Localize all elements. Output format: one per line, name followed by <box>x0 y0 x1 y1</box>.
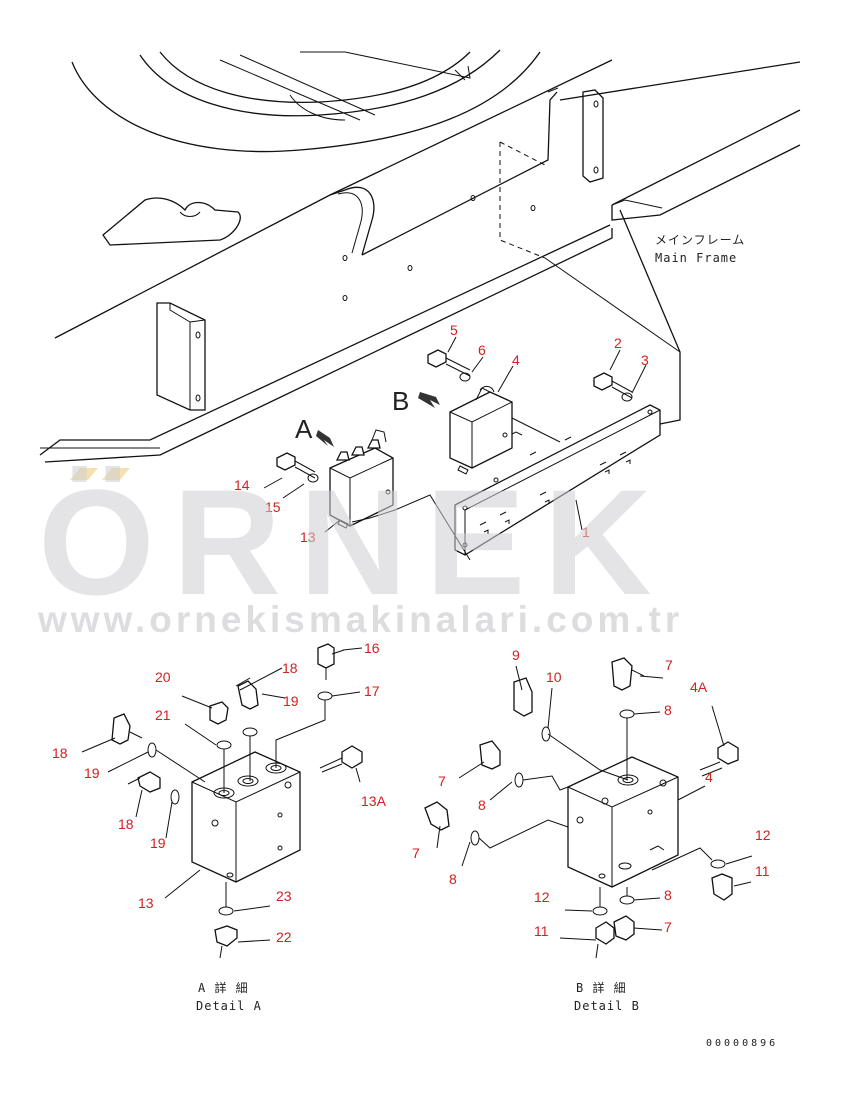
callout-a-13a: 13A <box>361 793 387 809</box>
callout-a-19-left: 19 <box>84 765 100 781</box>
callout-a-22: 22 <box>276 929 292 945</box>
callout-b-11-left: 11 <box>534 923 549 939</box>
callout-b-7-bottom: 7 <box>664 919 672 935</box>
detail-a-drawing <box>81 643 363 959</box>
callout-b-8-low: 8 <box>449 871 457 887</box>
callout-b-7-top: 7 <box>665 657 673 673</box>
watermark: ÖRNEK www.ornekismakinalari.com.tr <box>37 458 683 640</box>
valve-block-a <box>329 429 471 561</box>
callout-b-10: 10 <box>546 669 562 685</box>
callout-14: 14 <box>234 477 250 493</box>
callout-a-18-top: 18 <box>282 660 298 676</box>
callout-b-8-mid: 8 <box>478 797 486 813</box>
callout-2: 2 <box>614 335 622 351</box>
bolts-upper <box>276 349 633 483</box>
callout-b-4: 4 <box>705 769 713 785</box>
view-arrows: A B <box>295 386 440 447</box>
main-frame-label-en: Main Frame <box>655 251 737 265</box>
callout-a-21: 21 <box>155 707 171 723</box>
watermark-umlaut-icon <box>70 468 130 480</box>
callout-3: 3 <box>641 352 649 368</box>
callout-b-12-left: 12 <box>534 889 550 905</box>
drawing-number: 00000896 <box>706 1038 778 1049</box>
callout-15: 15 <box>265 499 281 515</box>
callout-a-19-top: 19 <box>283 693 299 709</box>
callout-4: 4 <box>512 352 520 368</box>
detail-a-label-jp: A 詳 細 <box>198 980 249 995</box>
detail-b-label-en: Detail B <box>574 999 640 1013</box>
callout-a-13: 13 <box>138 895 154 911</box>
callout-b-7-mid: 7 <box>438 773 446 789</box>
callout-a-16: 16 <box>364 640 380 656</box>
mounting-plate <box>454 404 661 556</box>
detail-b-drawing <box>424 657 753 959</box>
callout-5: 5 <box>450 322 458 338</box>
valve-block-b <box>449 385 561 475</box>
watermark-url: www.ornekismakinalari.com.tr <box>37 599 683 640</box>
callout-a-17: 17 <box>364 683 380 699</box>
callout-1: 1 <box>582 524 590 540</box>
detail-a-label-en: Detail A <box>196 999 262 1013</box>
leader-lines-upper <box>263 336 647 533</box>
detail-b-label-jp: B 詳 細 <box>576 980 627 995</box>
callout-b-7-low: 7 <box>412 845 420 861</box>
callout-b-8-top: 8 <box>664 702 672 718</box>
callout-a-18-bottom: 18 <box>118 816 134 832</box>
callout-b-8-bottom: 8 <box>664 887 672 903</box>
callout-6: 6 <box>478 342 486 358</box>
callout-b-11-right: 11 <box>755 863 770 879</box>
view-letter-b: B <box>392 386 409 416</box>
callout-b-4a: 4A <box>690 679 708 695</box>
callout-b-9: 9 <box>512 647 520 663</box>
callout-a-23: 23 <box>276 888 292 904</box>
callout-a-18-left: 18 <box>52 745 68 761</box>
callout-b-12-right: 12 <box>755 827 771 843</box>
watermark-brand: ÖRNEK <box>38 458 670 626</box>
callout-a-20: 20 <box>155 669 171 685</box>
view-letter-a: A <box>295 414 313 444</box>
main-frame-label-jp: メインフレーム <box>655 233 745 247</box>
callout-13: 13 <box>300 529 316 545</box>
main-frame-drawing <box>39 49 801 463</box>
callout-a-19-bottom: 19 <box>150 835 166 851</box>
